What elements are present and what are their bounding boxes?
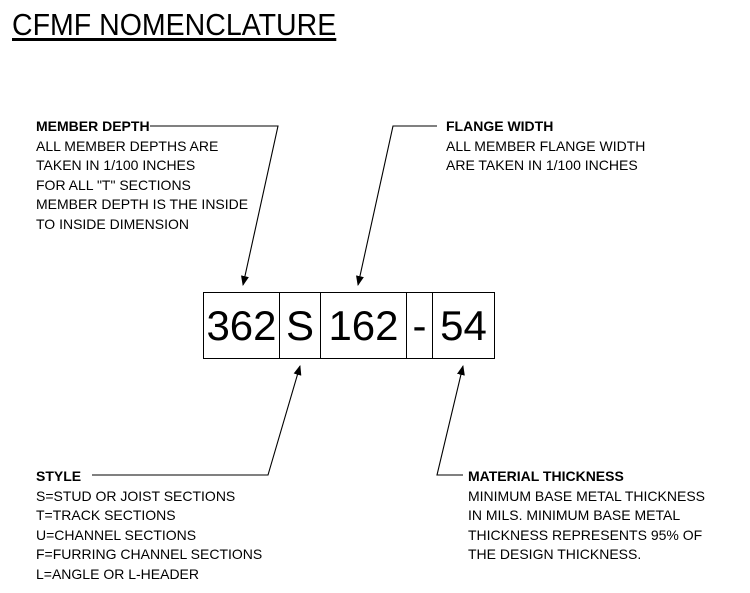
note-material-thickness-heading: MATERIAL THICKNESS — [468, 468, 624, 484]
note-style-heading: STYLE — [36, 468, 82, 484]
code-box-flange-width: 162 — [320, 292, 407, 359]
leader-member-depth — [150, 125, 279, 286]
note-material-thickness-line: IN MILS. MINIMUM BASE METAL — [468, 507, 681, 523]
note-material-thickness-line: THE DESIGN THICKNESS. — [468, 546, 642, 562]
leader-material-thickness — [436, 365, 465, 476]
note-style-line: S=STUD OR JOIST SECTIONS — [36, 487, 236, 504]
code-value-separator: - — [412, 301, 427, 349]
leader-flange-width — [356, 125, 437, 286]
note-style-line: F=FURRING CHANNEL SECTIONS — [36, 546, 263, 562]
note-member-depth-line: FOR ALL "T" SECTIONS — [36, 176, 191, 193]
note-member-depth-line: TAKEN IN 1/100 INCHES — [36, 157, 196, 173]
note-flange-width-heading: FLANGE WIDTH — [446, 118, 554, 134]
note-member-depth: MEMBER DEPTH ALL MEMBER DEPTHS ARE TAKEN… — [36, 117, 248, 234]
code-box-style: S — [279, 292, 321, 359]
code-box-material-thickness: 54 — [432, 292, 495, 359]
note-flange-width: FLANGE WIDTH ALL MEMBER FLANGE WIDTH ARE… — [446, 117, 645, 176]
leader-style — [92, 365, 302, 476]
note-material-thickness: MATERIAL THICKNESS MINIMUM BASE METAL TH… — [468, 467, 705, 565]
code-value-member-depth: 362 — [206, 301, 277, 349]
note-style: STYLE S=STUD OR JOIST SECTIONS T=TRACK S… — [36, 467, 262, 584]
note-flange-width-line: ALL MEMBER FLANGE WIDTH — [446, 137, 646, 154]
note-member-depth-line: ALL MEMBER DEPTHS ARE — [36, 137, 219, 154]
note-style-line: L=ANGLE OR L-HEADER — [36, 565, 199, 582]
note-material-thickness-line: THICKNESS REPRESENTS 95% OF — [468, 526, 703, 543]
note-flange-width-line: ARE TAKEN IN 1/100 INCHES — [446, 157, 638, 173]
code-box-member-depth: 362 — [203, 292, 280, 359]
code-box-separator: - — [406, 292, 433, 359]
code-value-style: S — [285, 301, 314, 349]
note-member-depth-heading: MEMBER DEPTH — [36, 118, 150, 134]
note-member-depth-line: MEMBER DEPTH IS THE INSIDE — [36, 196, 249, 212]
note-style-line: T=TRACK SECTIONS — [36, 507, 176, 523]
note-member-depth-line: TO INSIDE DIMENSION — [36, 215, 189, 232]
diagram-title: CFMF NOMENCLATURE — [12, 7, 337, 42]
code-value-material-thickness: 54 — [440, 301, 487, 349]
code-value-flange-width: 162 — [328, 301, 399, 349]
note-style-line: U=CHANNEL SECTIONS — [36, 526, 197, 543]
note-material-thickness-line: MINIMUM BASE METAL THICKNESS — [468, 487, 705, 504]
